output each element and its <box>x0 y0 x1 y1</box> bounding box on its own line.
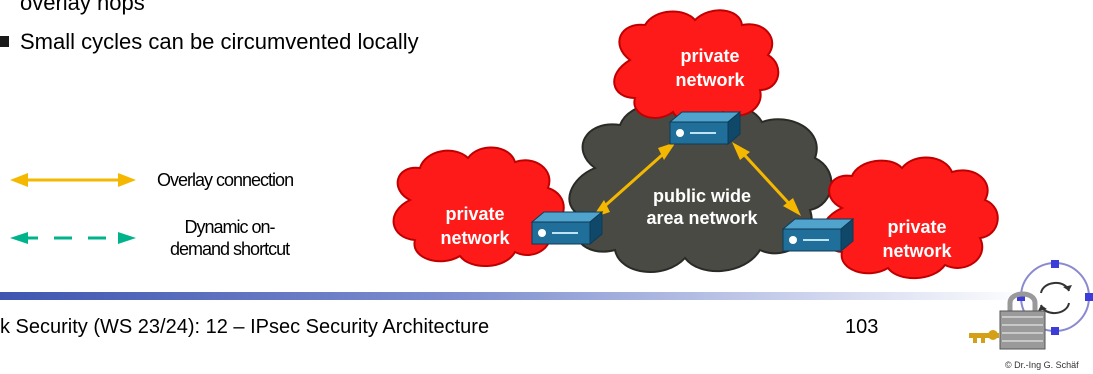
security-gateway-top <box>668 110 742 146</box>
security-gateway-left <box>530 210 604 246</box>
private-network-left-cloud <box>392 146 565 268</box>
public-label-1: public wide <box>653 186 751 206</box>
bullet-marker <box>0 36 9 47</box>
legend-shortcut-line1: Dynamic on- <box>184 217 276 237</box>
private-left-label-2: network <box>440 228 510 248</box>
footer-title: k Security (WS 23/24): 12 – IPsec Securi… <box>0 316 490 338</box>
private-network-right-cloud <box>820 156 999 280</box>
page-number: 103 <box>845 316 879 338</box>
legend-shortcut-line2: demand shortcut <box>170 239 290 259</box>
security-gateway-right <box>781 217 855 253</box>
footer-bar <box>0 292 1030 300</box>
private-top-label-1: private <box>680 46 739 66</box>
legend-overlay-label: Overlay connection <box>157 170 294 190</box>
lock-logo-icon <box>969 260 1093 350</box>
copyright-text: © Dr.-Ing G. Schäf <box>1005 360 1079 370</box>
private-right-label-1: private <box>887 217 946 237</box>
overlay-connection-right <box>732 142 801 216</box>
private-right-label-2: network <box>882 241 952 261</box>
bullet-item: Small cycles can be circumvented locally <box>20 29 419 54</box>
legend-shortcut-label: Dynamic on- demand shortcut <box>170 216 290 260</box>
private-left-label-1: private <box>445 204 504 224</box>
private-network-top-cloud <box>613 9 780 125</box>
legend-overlay-arrow-icon <box>10 173 136 187</box>
bullet-partial-text: overlay hops <box>20 0 145 15</box>
network-diagram: private network private network private … <box>392 9 999 280</box>
private-top-label-2: network <box>675 70 745 90</box>
legend-shortcut-arrow-icon <box>10 232 136 244</box>
public-label-2: area network <box>646 208 758 228</box>
